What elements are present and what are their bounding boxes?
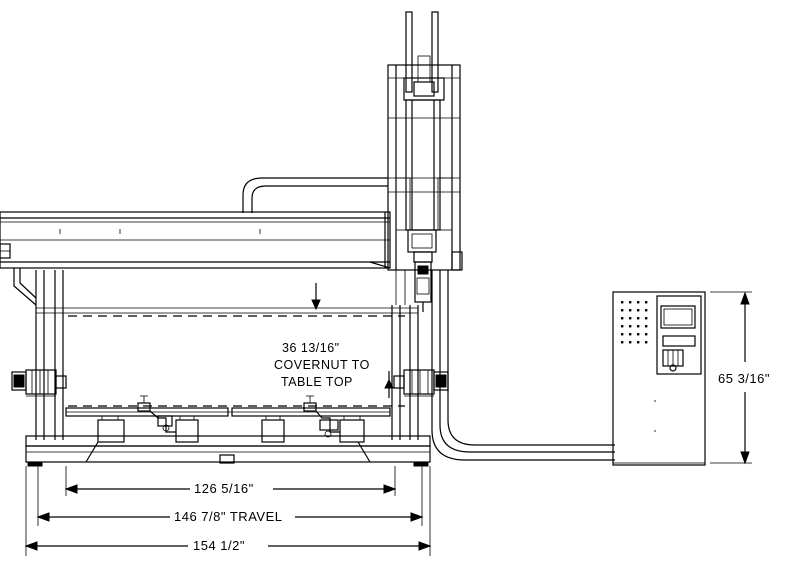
- dimension-154: 154 1/2": [24, 466, 432, 556]
- cabinet-button: [645, 309, 648, 312]
- cabinet-button: [629, 325, 632, 328]
- cabinet-button: [621, 341, 624, 344]
- cabinet-button: [645, 333, 648, 336]
- dimension-146-travel: 146 7/8" TRAVEL: [36, 466, 424, 526]
- cabinet-button: [637, 309, 640, 312]
- height-dimension: 65 3/16": [710, 291, 770, 465]
- cabinet-button: [637, 333, 640, 336]
- table-assembly: [65, 395, 391, 443]
- cabinet-button: [637, 341, 640, 344]
- support-frame: [13, 268, 431, 467]
- cabinet-button: [621, 333, 624, 336]
- cabinet-button: [621, 301, 624, 304]
- width-126-label: 126 5/16": [194, 481, 254, 496]
- cabinet-button: [621, 325, 624, 328]
- gantry-beam: [0, 211, 391, 269]
- cabinet-button: [637, 317, 640, 320]
- dimension-126: 126 5/16": [64, 466, 397, 496]
- covernut-note: 36 13/16" COVERNUT TO TABLE TOP: [274, 283, 394, 398]
- note-line-1: 36 13/16": [282, 341, 340, 355]
- clamp-right: [303, 395, 340, 438]
- cabinet-button: [629, 341, 632, 344]
- cabinet-button: [621, 309, 624, 312]
- control-cabinet: [612, 291, 706, 466]
- height-dimension-label: 65 3/16": [718, 371, 770, 386]
- cabinet-button: [637, 301, 640, 304]
- cable-hose-loop: [242, 177, 615, 461]
- cabinet-button: [645, 301, 648, 304]
- cabinet-button: [637, 325, 640, 328]
- cabinet-button: [629, 317, 632, 320]
- cabinet-button: [645, 317, 648, 320]
- cabinet-button: [629, 301, 632, 304]
- cabinet-button: [621, 317, 624, 320]
- cabinet-button: [629, 309, 632, 312]
- clamp-left: [137, 395, 176, 433]
- cabinet-button: [645, 325, 648, 328]
- travel-146-label: 146 7/8" TRAVEL: [174, 509, 282, 524]
- right-side-motor: [393, 369, 449, 397]
- z-axis-assembly: [387, 11, 463, 312]
- note-line-3: TABLE TOP: [281, 375, 353, 389]
- cabinet-button: [645, 341, 648, 344]
- cabinet-button-grid: [621, 301, 648, 344]
- width-154-label: 154 1/2": [193, 538, 245, 553]
- left-side-motor: [11, 369, 67, 397]
- cabinet-button: [629, 333, 632, 336]
- covernut-reference-lines: [68, 315, 405, 407]
- note-line-2: COVERNUT TO: [274, 358, 370, 372]
